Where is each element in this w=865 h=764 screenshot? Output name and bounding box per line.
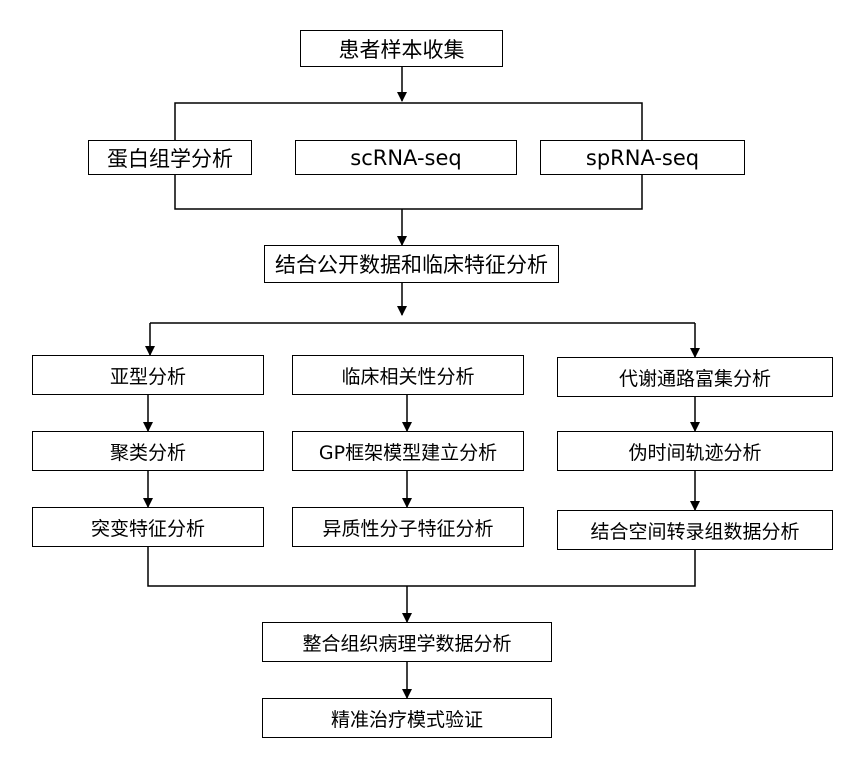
bracket-analyses-bottom [174,175,643,210]
node-metabolic: 代谢通路富集分析 [557,357,833,397]
node-subtype: 亚型分析 [32,355,264,395]
node-cluster: 聚类分析 [32,431,264,471]
node-combine-public: 结合公开数据和临床特征分析 [264,245,559,283]
bracket-merge-bottom [147,547,696,587]
node-heterogeneity: 异质性分子特征分析 [292,507,524,547]
node-collect: 患者样本收集 [300,30,503,67]
node-pseudotime: 伪时间轨迹分析 [557,431,833,471]
bracket-analyses-top [174,102,643,140]
node-spatial: 结合空间转录组数据分析 [557,510,833,550]
node-clinical-corr: 临床相关性分析 [292,355,524,395]
node-precision: 精准治疗模式验证 [262,698,552,738]
node-proteomics: 蛋白组学分析 [88,140,252,175]
node-scrna: scRNA-seq [295,140,517,175]
node-histopath: 整合组织病理学数据分析 [262,622,552,662]
node-mutation: 突变特征分析 [32,507,264,547]
node-gp-model: GP框架模型建立分析 [292,431,524,471]
node-sprna: spRNA-seq [540,140,745,175]
